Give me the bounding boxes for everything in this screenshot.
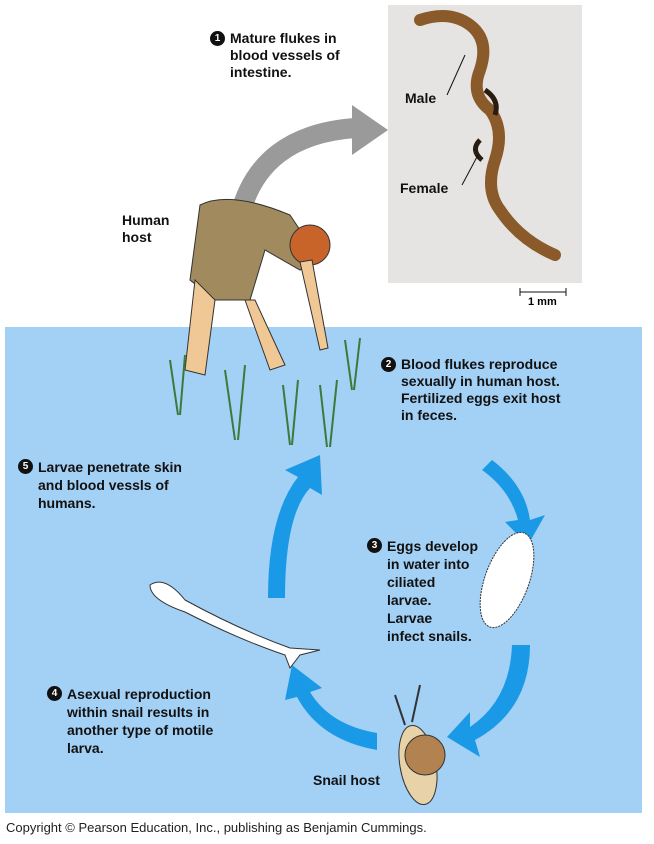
step-text: in water into xyxy=(387,556,470,572)
step-5: 5 Larvae penetrate skin and blood vessls … xyxy=(18,458,182,512)
label-line: host xyxy=(122,229,152,245)
step-text: larva. xyxy=(67,740,104,756)
step-number: 2 xyxy=(381,357,396,372)
female-label: Female xyxy=(400,180,449,196)
step-3: 3 Eggs develop in water into ciliated larva… xyxy=(367,537,478,645)
male-label: Male xyxy=(405,90,437,106)
snail xyxy=(394,684,446,806)
step-text: sexually in human host. xyxy=(401,373,560,389)
step-text: Mature flukes in xyxy=(230,30,337,46)
step-text: infect snails. xyxy=(387,628,472,644)
step-4: 4 Asexual reproduction within snail resul… xyxy=(47,685,213,757)
snail-host-label: Snail host xyxy=(313,772,380,788)
step-text: in feces. xyxy=(401,407,458,423)
step-number: 5 xyxy=(18,459,33,474)
step-text: Blood flukes reproduce xyxy=(401,356,558,372)
step-text: larvae. xyxy=(387,592,432,608)
step-text: intestine. xyxy=(230,64,292,80)
motile-larva xyxy=(149,581,321,670)
scale-bar xyxy=(519,288,567,296)
fluke-worm xyxy=(414,10,561,261)
step-text: another type of motile xyxy=(67,722,214,738)
step-number: 3 xyxy=(367,538,382,553)
step-text: blood vessels of xyxy=(230,47,340,63)
gray-arrow xyxy=(230,118,356,218)
copyright: Copyright © Pearson Education, Inc., pub… xyxy=(6,820,427,835)
cycle-arrows xyxy=(268,455,545,757)
step-text: Asexual reproduction xyxy=(67,686,211,702)
label-line: Human xyxy=(122,212,170,228)
step-text: ciliated xyxy=(387,574,436,590)
step-text: humans. xyxy=(38,495,96,511)
step-text: and blood vessls of xyxy=(38,477,169,493)
step-number: 1 xyxy=(210,31,225,46)
step-number: 4 xyxy=(47,686,62,701)
step-text: Larvae penetrate skin xyxy=(38,459,182,475)
step-text: Eggs develop xyxy=(387,538,479,554)
step-text: Fertilized eggs exit host xyxy=(401,390,561,406)
step-text: Larvae xyxy=(387,610,433,626)
ciliated-larva xyxy=(479,531,535,629)
scale-label: 1 mm xyxy=(528,296,557,308)
human-host-figure xyxy=(184,198,331,376)
reeds xyxy=(169,337,361,448)
step-text: within snail results in xyxy=(67,704,210,720)
